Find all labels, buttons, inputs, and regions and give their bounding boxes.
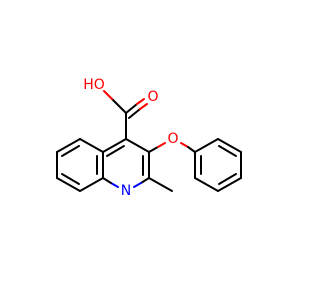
bond-c2-n1	[140, 177, 150, 184]
bond-ccooh-o-double-a-red	[136, 98, 145, 105]
bond-c4-c3	[125, 138, 150, 153]
bond-ph4-ph5	[217, 177, 242, 192]
bond-c2-methyl	[148, 177, 173, 192]
bond-ccooh-o-double-b	[128, 108, 141, 119]
bond-ph5-ph6	[194, 177, 219, 192]
bond-ph1-ph2	[194, 138, 219, 153]
bond-n1-c8a-blue	[110, 182, 119, 188]
bond-ph2-ph3-inner	[218, 145, 237, 157]
carbonyl-oxygen-label: O	[147, 89, 158, 105]
structure-diagram: HO O O N	[56, 77, 242, 199]
bond-c2-n1-blue	[133, 182, 142, 188]
bond-ph4-ph5-inner	[218, 173, 237, 185]
bond-c7-c8	[56, 177, 81, 192]
bond-c7-c8-inner	[61, 173, 80, 185]
bond-ccooh-oh	[111, 98, 127, 114]
bond-c4a-c5	[79, 138, 104, 153]
bond-oh-red	[103, 90, 113, 100]
bond-c3-oether-red	[157, 142, 166, 148]
bond-oether-ph-red	[180, 142, 189, 148]
bond-c5-c6-inner	[61, 145, 80, 157]
bond-ph2-ph3	[217, 138, 242, 153]
bond-oether-ph	[187, 146, 196, 153]
bond-c3-oether	[148, 146, 159, 153]
bond-c4-c4a-inner	[106, 145, 125, 157]
ring-nitrogen-label: N	[121, 183, 131, 199]
bond-c5-c6	[56, 138, 81, 153]
bond-c8-c8a	[79, 177, 104, 192]
molecule-drawing: HO O O N	[56, 77, 242, 199]
bond-ccooh-o-double-b-red	[139, 103, 148, 110]
bond-n1-c8a	[102, 177, 112, 184]
ether-oxygen-label: O	[167, 131, 178, 147]
bond-ccooh-o-double-a	[125, 103, 138, 114]
hydroxyl-label: HO	[83, 77, 105, 93]
bond-c4-c4a	[102, 138, 127, 153]
